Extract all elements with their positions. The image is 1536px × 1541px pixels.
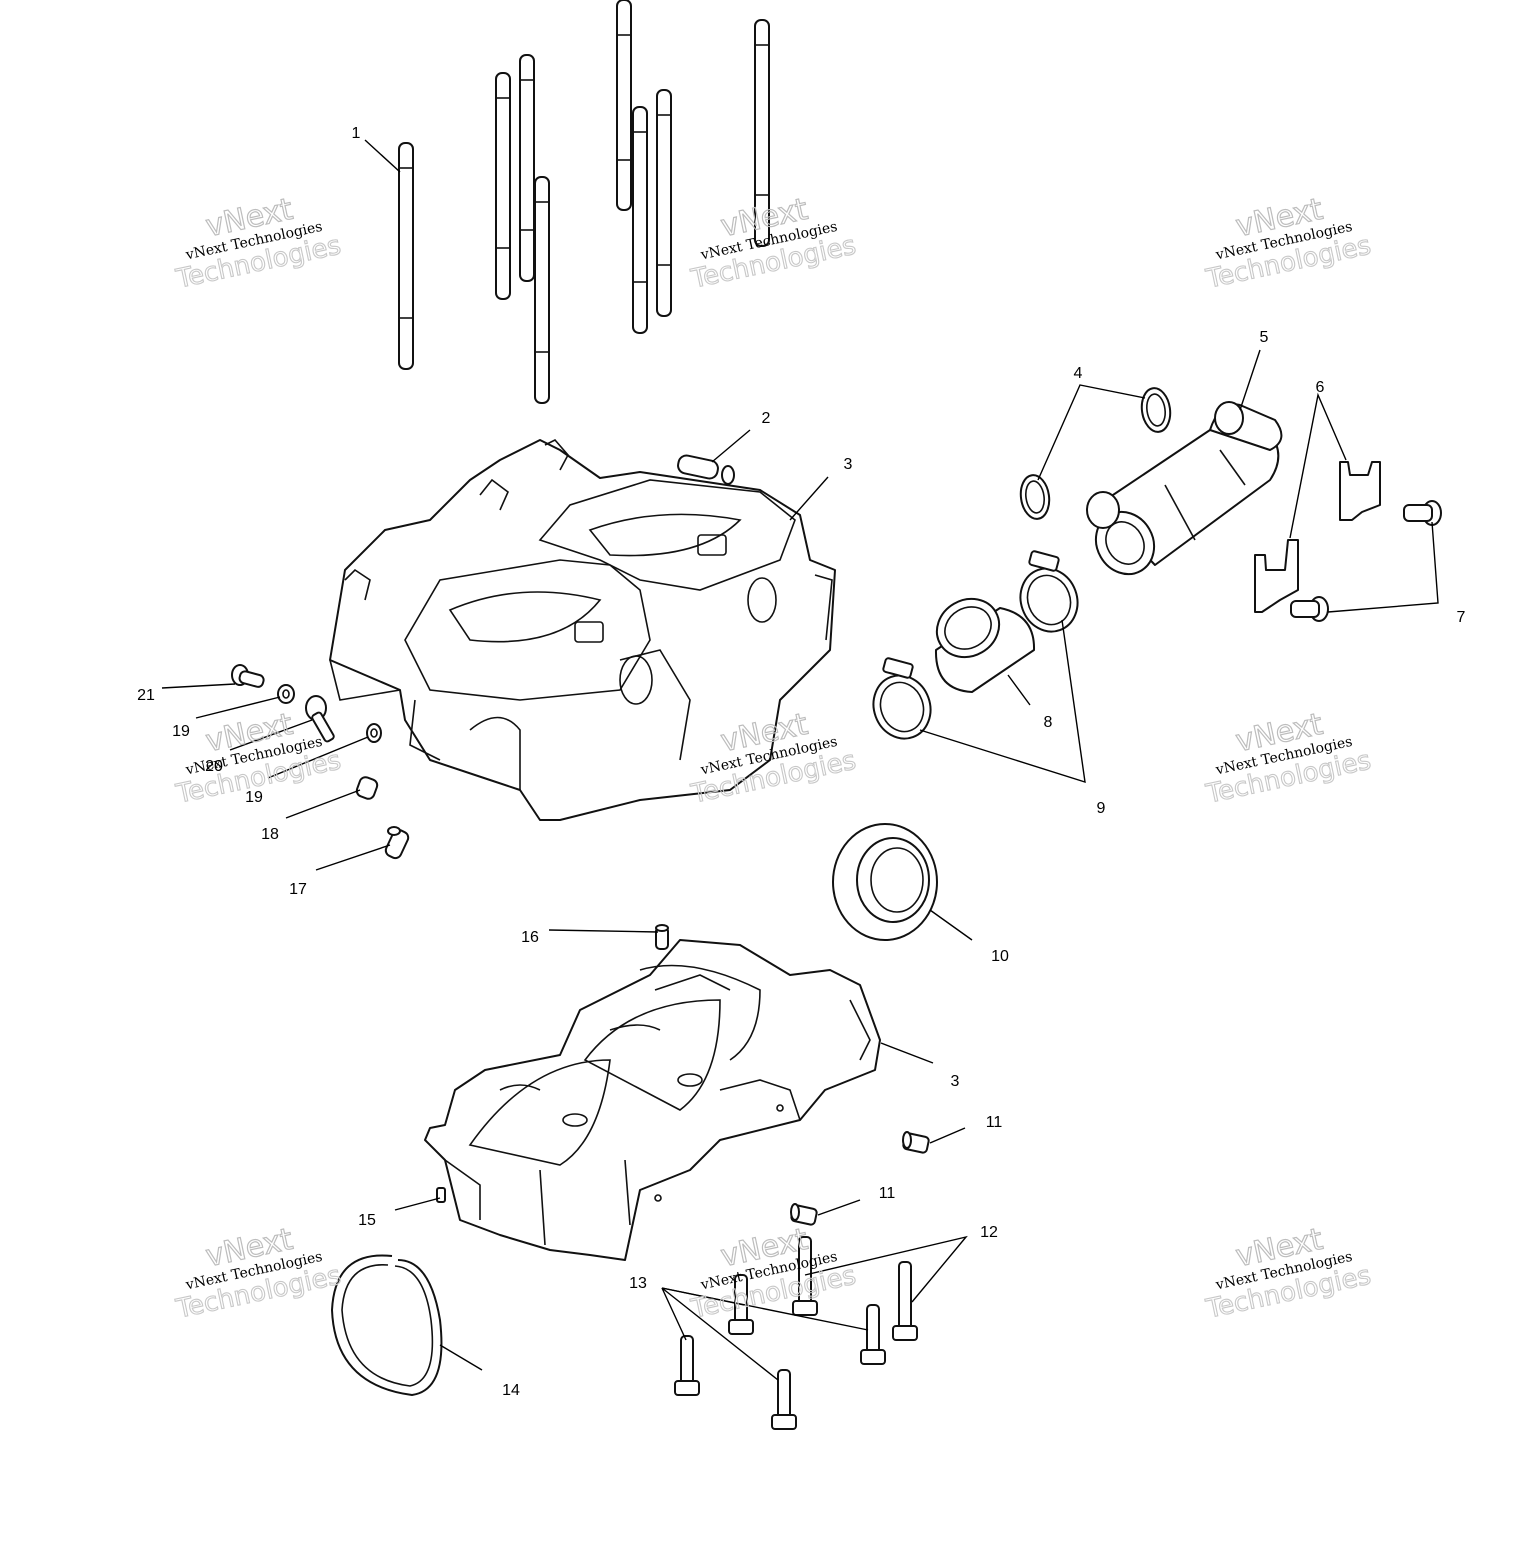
callout-labels: 1 2 3 4 5 6 7 8 9 10 11 11 12 13 14 15 1… <box>137 125 1465 1399</box>
bolt <box>771 1369 797 1430</box>
callout-7: 7 <box>1457 609 1466 626</box>
watermarks: vNext vNext Technologies Technologies vN… <box>172 191 1374 1325</box>
callout-13: 13 <box>629 1275 647 1292</box>
crankcase-bolts <box>674 1236 918 1430</box>
stud <box>656 89 672 317</box>
callout-4: 4 <box>1074 365 1083 382</box>
callout-18: 18 <box>261 826 279 843</box>
retaining-ring <box>331 1254 443 1396</box>
lower-dowel <box>655 924 669 950</box>
cylinder-studs <box>398 0 770 404</box>
watermark: vNext vNext Technologies Technologies <box>172 1221 344 1325</box>
watermark: vNext vNext Technologies Technologies <box>687 191 859 295</box>
callout-6: 6 <box>1316 379 1325 396</box>
callout-16: 16 <box>521 929 539 946</box>
dowel-pin <box>384 826 410 860</box>
plug <box>355 776 379 800</box>
callout-10: 10 <box>991 948 1009 965</box>
watermark: vNext vNext Technologies Technologies <box>687 1221 859 1325</box>
callout-12: 12 <box>980 1224 998 1241</box>
fitting <box>305 695 335 743</box>
upper-crankcase <box>329 439 836 821</box>
brackets <box>1254 461 1381 613</box>
callout-8: 8 <box>1044 714 1053 731</box>
callout-17: 17 <box>289 881 307 898</box>
callout-21: 21 <box>137 687 155 704</box>
stud <box>495 72 511 300</box>
bolt <box>792 1236 818 1316</box>
bolt <box>892 1261 918 1341</box>
screws <box>1290 500 1442 622</box>
callout-5: 5 <box>1260 329 1269 346</box>
washer <box>277 684 295 704</box>
left-small-parts <box>231 664 410 860</box>
lower-crankcase <box>424 939 881 1261</box>
watermark: vNext vNext Technologies Technologies <box>1202 191 1374 295</box>
callout-2: 2 <box>762 410 771 427</box>
stud <box>398 142 414 370</box>
bolt <box>728 1274 754 1335</box>
callout-1: 1 <box>352 125 361 142</box>
callout-20: 20 <box>205 758 223 775</box>
bolt <box>860 1304 886 1365</box>
plugs <box>790 1131 930 1226</box>
hose <box>934 597 1036 693</box>
stud <box>616 0 632 211</box>
watermark: vNext vNext Technologies Technologies <box>172 191 344 295</box>
callout-3-upper: 3 <box>844 456 853 473</box>
callout-19-upper: 19 <box>172 723 190 740</box>
callout-11-upper: 11 <box>986 1114 1003 1131</box>
watermark: vNext vNext Technologies Technologies <box>1202 706 1374 810</box>
callout-9: 9 <box>1097 800 1106 817</box>
o-rings <box>1019 387 1172 520</box>
callout-11-lower: 11 <box>879 1185 896 1202</box>
dowel-plug <box>677 454 735 485</box>
stud <box>754 19 770 247</box>
stud <box>534 176 550 404</box>
leader-lines <box>161 139 1439 1381</box>
stud <box>632 106 648 334</box>
callout-3-lower: 3 <box>951 1073 960 1090</box>
bolt <box>674 1335 700 1396</box>
callout-15: 15 <box>358 1212 376 1229</box>
callout-19-lower: 19 <box>245 789 263 806</box>
pin <box>436 1187 446 1203</box>
stud <box>519 54 535 282</box>
water-elbow <box>1086 401 1283 576</box>
hose-clamps <box>872 550 1079 740</box>
oil-seal <box>832 823 938 941</box>
callout-14: 14 <box>502 1382 520 1399</box>
washer <box>366 723 382 743</box>
watermark: vNext vNext Technologies Technologies <box>1202 1221 1374 1325</box>
bolt <box>231 664 265 688</box>
